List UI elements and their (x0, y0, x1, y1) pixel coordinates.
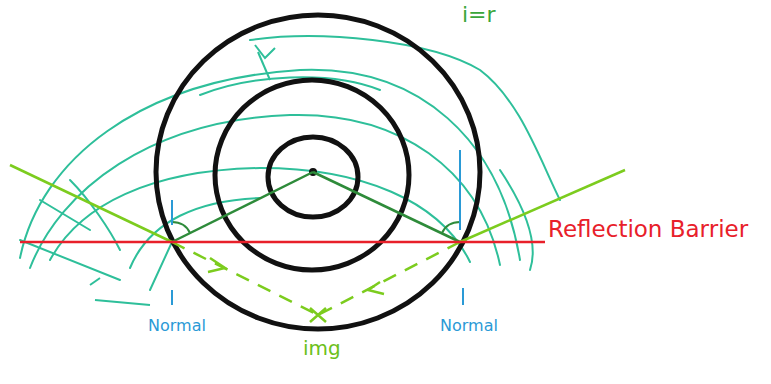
wave-circles (156, 15, 480, 329)
incident-rays (172, 172, 460, 242)
normal-label: Normal (148, 318, 206, 334)
normal-lines (172, 150, 463, 305)
formula-label: i=r (462, 4, 496, 26)
reflection-barrier (20, 241, 545, 244)
image-label: img (303, 338, 341, 358)
normal-label: Normal (440, 318, 498, 334)
barrier-label: Reflection Barrier (548, 218, 748, 241)
reflected-rays (10, 165, 625, 322)
angle-marks (172, 222, 460, 233)
